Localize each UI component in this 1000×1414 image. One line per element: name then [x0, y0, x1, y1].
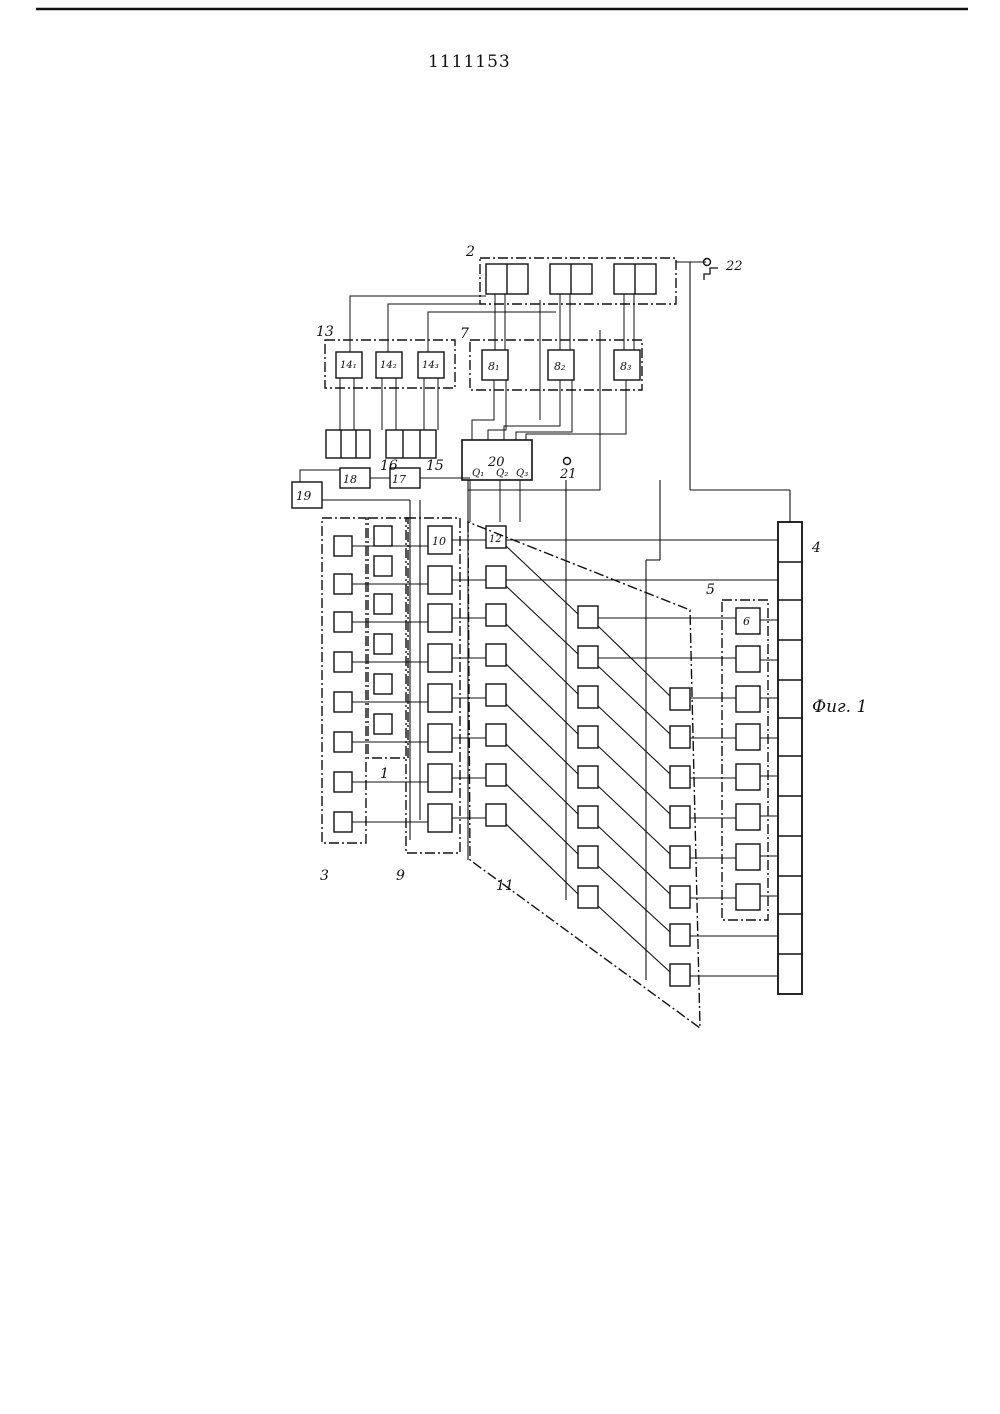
- label-block-4: 4: [811, 540, 821, 556]
- label-block-19: 19: [296, 489, 312, 503]
- figure-caption: Фиг. 1: [812, 697, 867, 717]
- block-5-outline: [722, 600, 768, 920]
- block-3-cells: [334, 536, 352, 832]
- pulse-symbol: [704, 268, 718, 280]
- block-4-register: [778, 522, 802, 994]
- label-cell-14-3: 14₃: [422, 360, 439, 371]
- label-cell-8-2: 8₂: [554, 360, 565, 373]
- label-cell-14-1: 14₁: [340, 360, 357, 371]
- label-block-3: 3: [320, 868, 329, 884]
- label-cell-10: 10: [432, 535, 446, 548]
- label-block-11: 11: [496, 878, 514, 894]
- label-cell-8-1: 8₁: [488, 360, 499, 373]
- label-block-17: 17: [392, 473, 406, 486]
- label-block-13: 13: [316, 324, 334, 340]
- row-connections: [352, 540, 778, 976]
- label-cell-14-2: 14₂: [380, 360, 397, 371]
- label-cell-12: 12: [489, 534, 502, 545]
- terminal-21: [564, 458, 571, 465]
- label-block-16: 16: [380, 458, 398, 474]
- label-block-9: 9: [396, 868, 405, 884]
- label-block-18: 18: [343, 473, 357, 486]
- block-2-outline: [480, 258, 676, 304]
- label-block-7: 7: [460, 326, 469, 342]
- label-terminal-22: 22: [725, 259, 743, 274]
- label-cell-8-3: 8₃: [620, 360, 631, 373]
- upper-wiring: [300, 262, 706, 522]
- label-terminal-21: 21: [559, 467, 577, 482]
- block-5-cells: [736, 608, 760, 910]
- block-3-outline: [322, 518, 366, 843]
- block-11-cells-col1: [486, 526, 506, 826]
- label-cell-6: 6: [743, 615, 750, 628]
- label-block-5: 5: [706, 582, 715, 598]
- label-block-2: 2: [465, 244, 475, 260]
- block-11-outline: [468, 522, 700, 1028]
- block-11-cells-col3: [670, 688, 690, 986]
- block-1-cells: [374, 526, 392, 734]
- label-block-1: 1: [380, 766, 389, 782]
- register-pairs: [292, 430, 436, 508]
- register-4-dividers: [778, 562, 802, 954]
- block-9-cells: [428, 526, 452, 832]
- label-port-q2: Q₂: [496, 468, 508, 479]
- block-11-cells-col2: [578, 606, 598, 908]
- block-2-cells: [486, 264, 656, 294]
- label-port-q1: Q₁: [472, 468, 484, 479]
- label-port-q3: Q₃: [516, 468, 528, 479]
- label-block-15: 15: [426, 458, 444, 474]
